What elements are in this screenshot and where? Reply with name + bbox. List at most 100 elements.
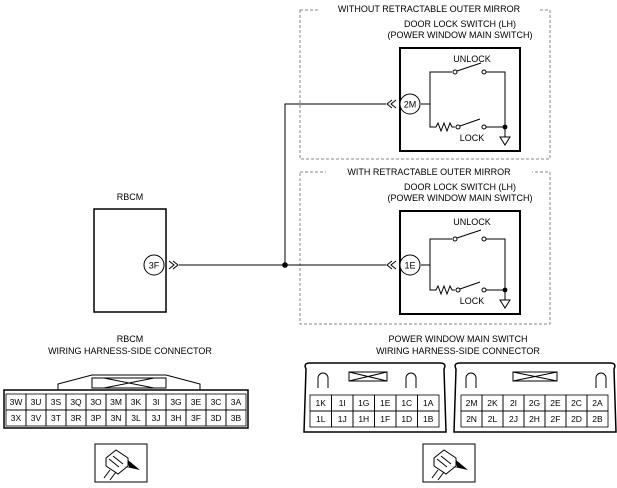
- pin-label: 3E: [191, 397, 202, 407]
- pin-label: 1E: [380, 398, 391, 408]
- rbcm-connector-body: [3, 389, 249, 429]
- pin-label: 3M: [110, 397, 122, 407]
- ground-icon: [499, 136, 511, 146]
- lock-contact: [459, 118, 481, 127]
- pin-label: 2D: [571, 414, 582, 424]
- connector-latch: [57, 374, 201, 390]
- pin-label: 2N: [466, 414, 477, 424]
- pin-label: 3R: [71, 413, 82, 423]
- pin-label: 1I: [339, 398, 346, 408]
- pwms-left-pin-grid: 1K 1I 1G 1E 1C 1A 1L 1J 1H 1F 1D 1B: [309, 394, 440, 428]
- cross-icon: [103, 377, 155, 389]
- switch-title: DOOR LOCK SWITCH (LH): [404, 19, 516, 29]
- pin-label: 2G: [529, 398, 540, 408]
- pin-label: 3W: [10, 397, 23, 407]
- connector-mark-icon: [168, 260, 179, 270]
- pin-label: 2F: [551, 414, 561, 424]
- pin-label: 3G: [170, 397, 181, 407]
- unlock-contact: [456, 62, 482, 72]
- pin-label: 1B: [423, 414, 434, 424]
- pin-label: 3V: [31, 413, 42, 423]
- splice-dot: [282, 262, 288, 268]
- terminal-3f: [143, 254, 165, 276]
- rbcm-connector-subtitle: WIRING HARNESS-SIDE CONNECTOR: [48, 346, 212, 356]
- switch-subtitle: (POWER WINDOW MAIN SWITCH): [388, 193, 533, 203]
- unlock-wire: [421, 71, 452, 105]
- pin-label: 1F: [380, 414, 390, 424]
- group-with-mirror: WITH RETRACTABLE OUTER MIRROR DOOR LOCK …: [299, 166, 551, 325]
- pin-cell: [586, 410, 609, 428]
- harness-wires: [179, 103, 386, 268]
- unlock-label: UNLOCK: [453, 54, 491, 64]
- pin-label: 3L: [131, 413, 141, 423]
- pin-label: 1C: [401, 398, 412, 408]
- pin-label: 1L: [316, 414, 326, 424]
- pin-label: 3K: [131, 397, 142, 407]
- lock-label: LOCK: [460, 133, 485, 143]
- pin-label: 1K: [316, 398, 327, 408]
- pin-label: 1G: [358, 398, 369, 408]
- unlock-wire: [421, 238, 452, 266]
- wire-to-2m: [284, 103, 386, 265]
- pin-label: 3C: [211, 397, 222, 407]
- pin-label: 3B: [231, 413, 242, 423]
- unlock-label: UNLOCK: [453, 217, 491, 227]
- pwms-view-icon: [422, 443, 476, 483]
- group-without-mirror: WITHOUT RETRACTABLE OUTER MIRROR DOOR LO…: [299, 3, 551, 160]
- pin-label: 2E: [550, 398, 561, 408]
- lock-label: LOCK: [460, 296, 485, 306]
- connector-mark-icon: [386, 99, 397, 109]
- cross-icon: [512, 371, 558, 382]
- group-label-with-mirror: WITH RETRACTABLE OUTER MIRROR: [347, 167, 511, 177]
- pin-cell: [417, 410, 440, 428]
- pin-label: 1J: [338, 414, 347, 424]
- pin-label: 1A: [423, 398, 434, 408]
- rbcm-connector-title: RBCM: [117, 334, 144, 344]
- pin-label: 3P: [91, 413, 102, 423]
- terminal-3f-label: 3F: [149, 261, 160, 271]
- group-label-without-mirror: WITHOUT RETRACTABLE OUTER MIRROR: [338, 4, 521, 14]
- pin-label: 3H: [171, 413, 182, 423]
- connector-mark-icon: [386, 260, 397, 270]
- pwms-left-housing: [303, 362, 447, 433]
- pin-label: 3O: [90, 397, 102, 407]
- pin-label: 3F: [191, 413, 201, 423]
- pin-label: 3I: [152, 397, 159, 407]
- unlock-contact: [456, 229, 482, 239]
- pin-label: 2K: [487, 398, 498, 408]
- ground-icon: [499, 299, 511, 309]
- pin-label: 2I: [510, 398, 517, 408]
- switch-subtitle: (POWER WINDOW MAIN SWITCH): [388, 30, 533, 40]
- pwms-connector-subtitle: WIRING HARNESS-SIDE CONNECTOR: [376, 346, 540, 356]
- pin-label: 2H: [529, 414, 540, 424]
- pin-label: 2L: [488, 414, 498, 424]
- pin-label: 2J: [509, 414, 518, 424]
- pin-label: 1D: [401, 414, 412, 424]
- rbcm-view-icon: [94, 443, 148, 483]
- pwms-connector: POWER WINDOW MAIN SWITCH WIRING HARNESS-…: [303, 334, 617, 433]
- pin-label: 2C: [571, 398, 582, 408]
- terminal-2m-label: 2M: [404, 100, 417, 110]
- door-lock-switch-box: [399, 47, 521, 152]
- pin-label: 2M: [466, 398, 478, 408]
- pin-label: 3A: [231, 397, 242, 407]
- pin-label: 3D: [211, 413, 222, 423]
- pin-label: 3J: [152, 413, 161, 423]
- pin-label: 3T: [51, 413, 61, 423]
- resistor-icon: [429, 265, 455, 296]
- rbcm-title: RBCM: [117, 192, 144, 202]
- arrow-icon: [122, 460, 140, 470]
- switch-title: DOOR LOCK SWITCH (LH): [404, 182, 516, 192]
- pin-label: 3N: [111, 413, 122, 423]
- terminal-1e: [399, 254, 421, 276]
- pin-label: 3S: [51, 397, 62, 407]
- terminal-2m: [399, 93, 421, 115]
- pin-cell: [225, 409, 247, 427]
- arrow-icon: [450, 460, 468, 470]
- pin-label: 3X: [11, 413, 22, 423]
- pin-label: 1H: [358, 414, 369, 424]
